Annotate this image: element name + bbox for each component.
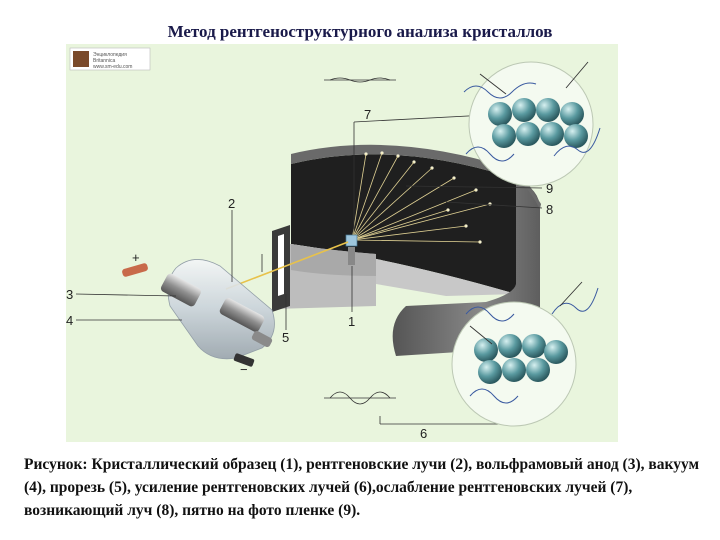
svg-text:Britannica: Britannica	[93, 58, 115, 64]
label-5: 5	[282, 330, 289, 345]
label-6: 6	[420, 426, 427, 441]
label-1: 1	[348, 314, 355, 329]
slide-title: Метод рентгеноструктурного анализа крист…	[167, 22, 553, 41]
label-plus: +	[132, 250, 140, 265]
svg-text:www.sm-edu.com: www.sm-edu.com	[93, 64, 132, 70]
inset-weakening	[463, 61, 601, 187]
xray-diagram: Энциклопедия Britannica www.sm-edu.com	[66, 44, 618, 442]
britannica-logo: Энциклопедия Britannica www.sm-edu.com	[69, 47, 151, 71]
xray-tube	[122, 259, 275, 367]
xray-diagram-svg: Энциклопедия Britannica www.sm-edu.com	[66, 47, 601, 441]
label-7: 7	[364, 107, 371, 122]
svg-text:Энциклопедия: Энциклопедия	[93, 52, 127, 58]
label-3: 3	[66, 287, 73, 302]
xray-beam	[225, 241, 349, 290]
figure-caption: Рисунок: Кристаллический образец (1), ре…	[24, 456, 700, 519]
label-4: 4	[66, 313, 73, 328]
label-8: 8	[546, 202, 553, 217]
label-2: 2	[228, 196, 235, 211]
label-minus: −	[240, 362, 248, 377]
inset-reinforcement	[451, 281, 599, 427]
crystal-sample	[345, 234, 358, 247]
label-9: 9	[546, 181, 553, 196]
